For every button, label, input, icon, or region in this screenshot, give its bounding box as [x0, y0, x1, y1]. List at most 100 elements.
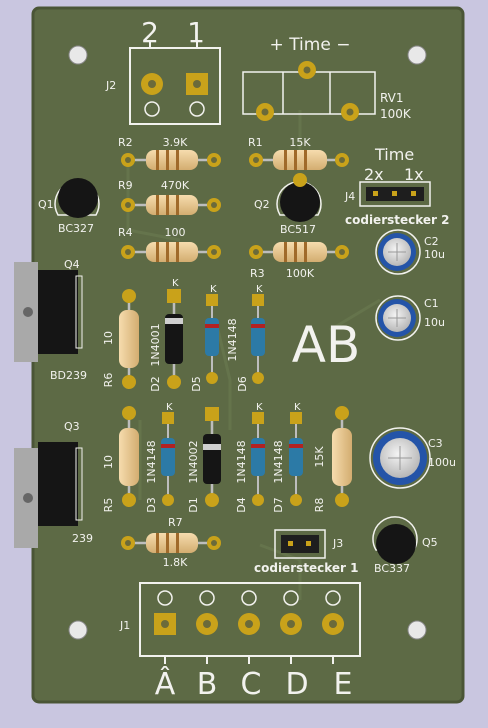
c2-value: 10u: [424, 248, 445, 261]
resistor-r9: R9 470K: [118, 179, 221, 215]
diode-d4: K 1N4148 D4: [235, 402, 265, 513]
diode-d5: K 1N4148 D5: [190, 284, 239, 392]
mounting-hole: [407, 45, 427, 65]
j3-ref: J3: [332, 537, 343, 550]
diode-d3: K 1N4148 D3: [145, 402, 175, 513]
q4-ref: Q4: [64, 258, 80, 271]
c3-value: 100u: [428, 456, 456, 469]
time-2x-label: 2x: [364, 165, 384, 184]
r4-ref: R4: [118, 226, 133, 239]
r6-value: 10: [102, 331, 115, 345]
d7-k-label: K: [294, 402, 301, 413]
resistor-r4: R4 100: [118, 226, 221, 262]
d7-value: 1N4148: [272, 440, 285, 483]
q2-value: BC517: [280, 223, 316, 236]
q1-value: BC327: [58, 222, 94, 235]
codierstecker-2-label: codierstecker 2: [345, 213, 450, 227]
d4-ref: D4: [235, 497, 248, 512]
d3-value: 1N4148: [145, 440, 158, 483]
power-transistor-q4: Q4 BD239: [14, 258, 87, 382]
resistor-r7: R7 1.8K: [121, 516, 221, 569]
mounting-hole: [407, 620, 427, 640]
header-j4: Time 2x 1x J4 codierstecker 2: [344, 145, 450, 227]
j2-ref: J2: [105, 79, 116, 92]
diode-d1: 1N4002 D1: [187, 407, 221, 513]
q2-ref: Q2: [254, 198, 270, 211]
r2-value: 3.9K: [163, 136, 188, 149]
j1-pin-a-label: Â: [155, 666, 176, 702]
c2-ref: C2: [424, 235, 439, 248]
d4-value: 1N4148: [235, 440, 248, 483]
r5-value: 10: [102, 455, 115, 469]
mounting-holes: [68, 45, 427, 640]
q5-ref: Q5: [422, 536, 438, 549]
diode-d6: K D6: [236, 284, 265, 392]
codierstecker-1-label: codierstecker 1: [254, 561, 359, 575]
r1-ref: R1: [248, 136, 263, 149]
d6-ref: D6: [236, 376, 249, 391]
resistor-r8: 15K R8: [313, 406, 352, 512]
r6-ref: R6: [102, 373, 115, 388]
rv1-ref: RV1: [380, 91, 404, 105]
header-j3: J3 codierstecker 1: [254, 529, 359, 575]
d7-ref: D7: [272, 497, 285, 512]
j1-pin-d-label: D: [285, 667, 308, 702]
diode-d2: K 1N4001 D2: [149, 278, 183, 392]
j2-pin2-label: 2: [141, 16, 159, 49]
j1-ref: J1: [119, 619, 130, 632]
time-label-right: Time: [374, 145, 414, 164]
time-1x-label: 1x: [404, 165, 424, 184]
power-transistor-q3: Q3 239: [14, 420, 93, 548]
d2-ref: D2: [149, 376, 162, 391]
diode-d7: K 1N4148 D7: [272, 402, 303, 513]
r1-value: 15K: [289, 136, 311, 149]
rv1-value: 100K: [380, 107, 412, 121]
d5-k-label: K: [210, 284, 217, 295]
j1-pin-c-label: C: [241, 667, 262, 702]
c1-value: 10u: [424, 316, 445, 329]
d5-ref: D5: [190, 376, 203, 391]
resistor-r2: R2 3.9K: [118, 136, 221, 170]
resistor-r1: R1 15K: [248, 136, 349, 170]
resistor-r3: R3 100K: [249, 242, 349, 280]
trimpot-rv1: + Time − RV1 100K: [242, 35, 412, 121]
q1-ref: Q1: [38, 198, 54, 211]
d3-k-label: K: [166, 402, 173, 413]
j4-ref: J4: [344, 190, 355, 203]
time-label-top: + Time −: [270, 35, 351, 55]
r8-value: 15K: [313, 446, 326, 468]
r9-ref: R9: [118, 179, 133, 192]
d1-value: 1N4002: [187, 440, 200, 483]
connector-j2: 2 1 J2: [105, 16, 221, 125]
r8-ref: R8: [313, 498, 326, 513]
q5-value: BC337: [374, 562, 410, 575]
mounting-hole: [68, 620, 88, 640]
board-title-ab: AB: [292, 316, 361, 374]
q4-value: BD239: [50, 369, 87, 382]
transistor-q1: Q1 BC327: [38, 178, 100, 235]
r7-value: 1.8K: [163, 556, 188, 569]
r9-value: 470K: [161, 179, 190, 192]
copper-traces: [126, 110, 381, 600]
d2-k-label: K: [172, 278, 179, 289]
d3-ref: D3: [145, 497, 158, 512]
c1-ref: C1: [424, 297, 439, 310]
mounting-hole: [68, 45, 88, 65]
resistor-r6: 10 R6: [102, 289, 139, 389]
r7-ref: R7: [168, 516, 183, 529]
j2-pin1-label: 1: [187, 16, 205, 49]
d6-k-label: K: [256, 284, 263, 295]
j1-pin-e-label: E: [334, 667, 353, 702]
capacitor-c3: C3 100u: [369, 427, 456, 489]
capacitor-c1: C1 10u: [375, 295, 445, 341]
d2-value: 1N4001: [149, 323, 162, 366]
d4-k-label: K: [256, 402, 263, 413]
r5-ref: R5: [102, 498, 115, 513]
c3-ref: C3: [428, 437, 443, 450]
transistor-q5: Q5 BC337: [372, 516, 438, 575]
r4-value: 100: [165, 226, 186, 239]
r2-ref: R2: [118, 136, 133, 149]
r3-value: 100K: [286, 267, 315, 280]
